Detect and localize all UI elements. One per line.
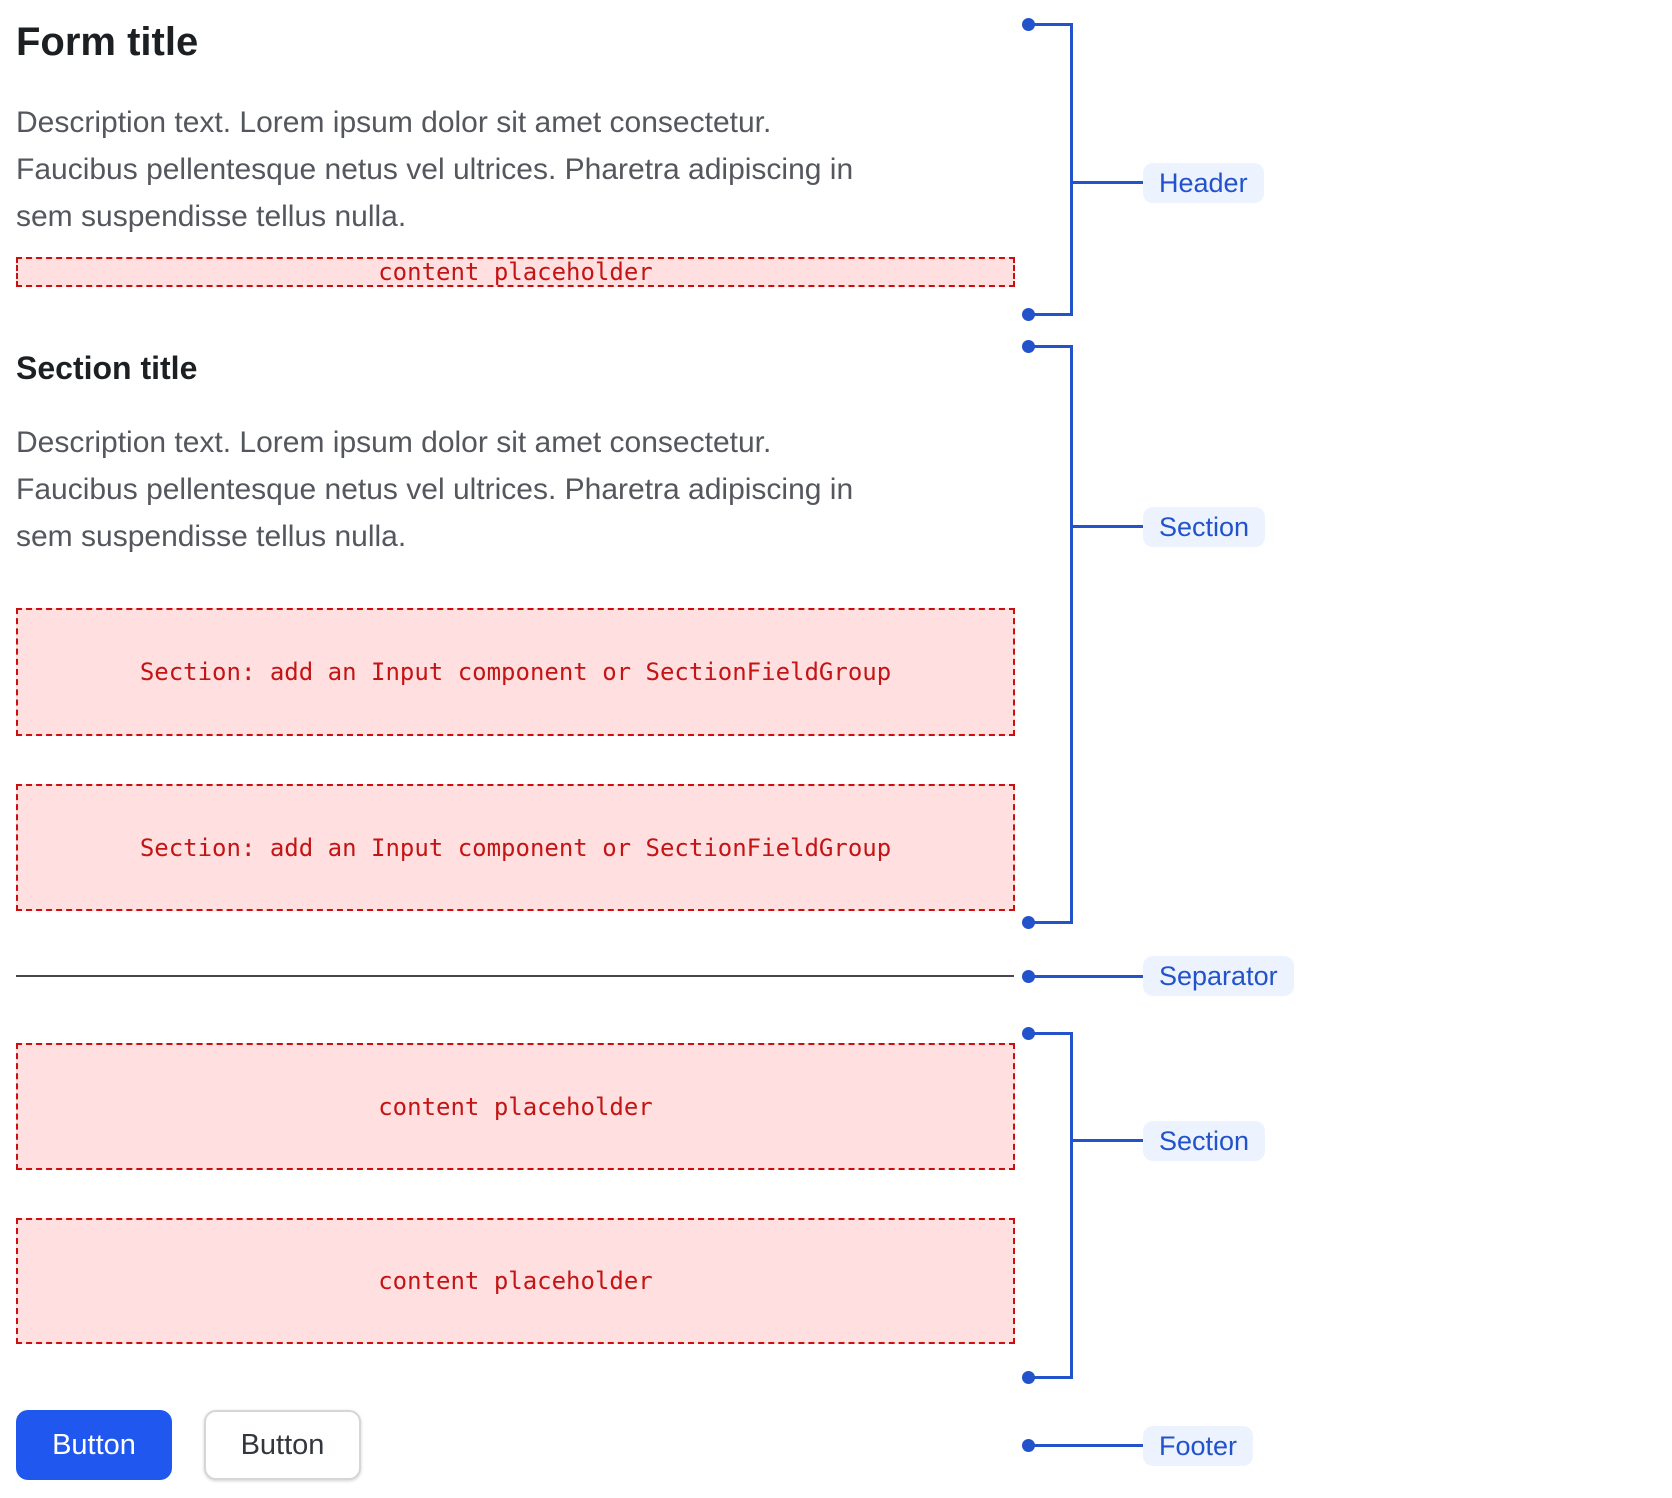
section2-bracket-rail [1070,1032,1073,1379]
section2-annotation-label: Section [1143,1121,1266,1161]
footer-annotation-connector [1029,1444,1143,1447]
header-bracket-rail [1070,23,1073,316]
section-bracket-connector [1071,525,1143,528]
form-description-line: Faucibus pellentesque netus vel ultrices… [16,153,854,186]
primary-button[interactable]: Button [16,1410,172,1480]
section-input-placeholder: Section: add an Input component or Secti… [16,608,1015,736]
section-content-placeholder: content placeholder [16,1218,1015,1344]
annotation-dot [1022,18,1035,31]
annotation-dot [1022,1027,1035,1040]
form-description-line: sem suspendisse tellus nulla. [16,200,407,233]
form-description: Description text. Lorem ipsum dolor sit … [16,99,956,240]
section-bracket-rail [1070,345,1073,924]
section-input-placeholder: Section: add an Input component or Secti… [16,784,1015,911]
annotation-dot [1022,340,1035,353]
section2-bracket-bottom-stub [1029,1376,1073,1379]
header-bracket-top-stub [1029,23,1073,26]
section-content-placeholder: content placeholder [16,1043,1015,1170]
header-content-placeholder: content placeholder [16,257,1015,287]
section-description-line: Faucibus pellentesque netus vel ultrices… [16,473,854,506]
annotation-dot [1022,970,1035,983]
footer-annotation-label: Footer [1143,1426,1254,1466]
secondary-button[interactable]: Button [204,1410,361,1480]
header-annotation-label: Header [1143,163,1264,203]
section2-bracket-top-stub [1029,1032,1073,1035]
annotation-dot [1022,1371,1035,1384]
annotation-dot [1022,916,1035,929]
section-description: Description text. Lorem ipsum dolor sit … [16,419,956,560]
section-bracket-bottom-stub [1029,921,1073,924]
section-title: Section title [16,350,198,386]
header-bracket-connector [1071,181,1143,184]
annotation-dot [1022,308,1035,321]
header-bracket-bottom-stub [1029,313,1073,316]
section-description-line: sem suspendisse tellus nulla. [16,520,407,553]
section-annotation-label: Section [1143,507,1266,547]
section-description-line: Description text. Lorem ipsum dolor sit … [16,426,772,459]
section-bracket-top-stub [1029,345,1073,348]
separator-annotation-label: Separator [1143,956,1294,996]
section2-bracket-connector [1071,1139,1143,1142]
form-description-line: Description text. Lorem ipsum dolor sit … [16,106,772,139]
form-title: Form title [16,20,199,64]
annotation-dot [1022,1439,1035,1452]
separator-line [16,975,1014,977]
separator-annotation-connector [1029,975,1143,978]
